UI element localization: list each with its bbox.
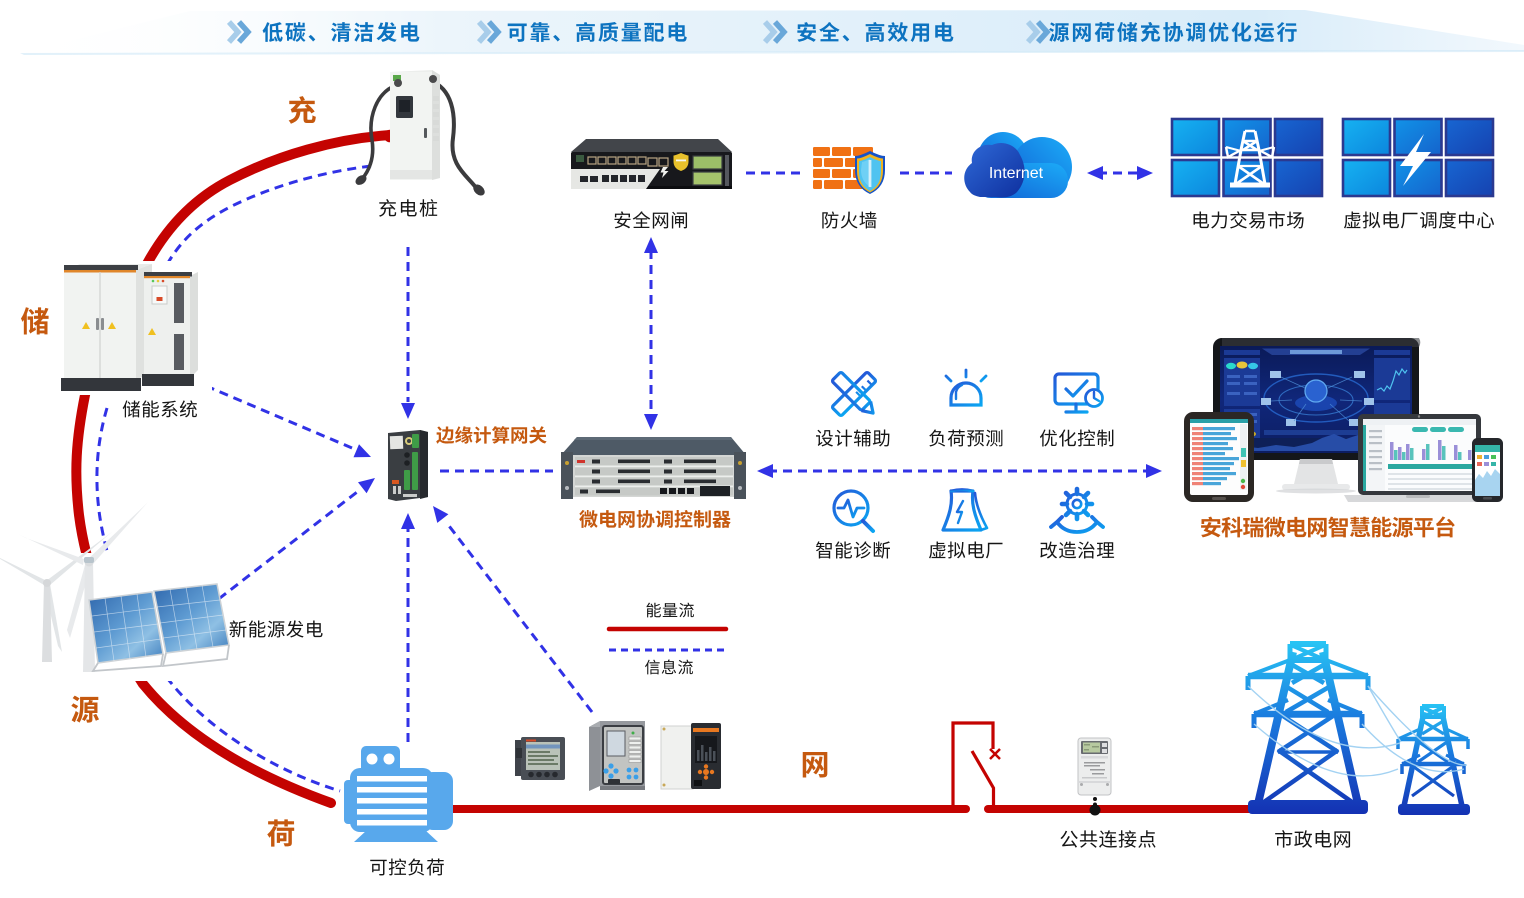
svg-text:Internet: Internet (989, 165, 1044, 182)
